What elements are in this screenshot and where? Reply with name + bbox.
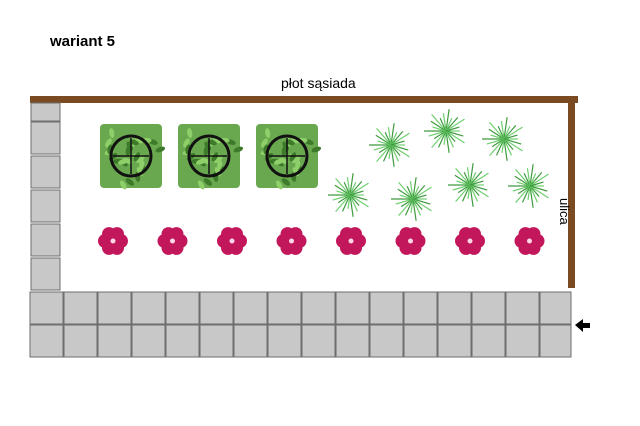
boxwood-shrub-icon	[256, 124, 322, 190]
paving-tile	[97, 324, 132, 358]
paving-tile	[471, 291, 506, 325]
paving-tile	[437, 324, 472, 358]
paving-tile	[505, 324, 540, 358]
paving-tile	[97, 291, 132, 325]
pink-flower-icon	[276, 227, 307, 255]
paving-tile	[199, 291, 234, 325]
paving-tile	[369, 324, 404, 358]
boxwood-shrub-icon	[100, 124, 166, 190]
paving-tile	[199, 324, 234, 358]
ornamental-grass-icon	[482, 117, 523, 161]
paving-tile	[233, 324, 268, 358]
paving-tile	[335, 291, 370, 325]
grass-group	[328, 109, 549, 221]
paving-tile	[30, 155, 61, 189]
ornamental-grass-icon	[448, 163, 489, 207]
boxwood-group	[100, 124, 322, 190]
neighbour-fence	[30, 96, 578, 103]
paving-tile	[267, 291, 302, 325]
paving-tile	[30, 102, 61, 122]
paving-tile	[437, 291, 472, 325]
paving-tile	[301, 291, 336, 325]
ornamental-grass-icon	[328, 173, 369, 217]
paving-tile	[30, 223, 61, 257]
ornamental-grass-icon	[508, 164, 549, 208]
pink-flower-icon	[336, 227, 366, 255]
street-fence	[568, 96, 575, 288]
pink-flower-icon	[455, 227, 485, 255]
pink-flower-icon	[514, 227, 545, 255]
paving-tile	[471, 324, 506, 358]
paving-tile	[539, 324, 572, 358]
paving-tile	[30, 257, 61, 291]
ornamental-grass-icon	[424, 109, 465, 153]
paving-tile	[29, 291, 64, 325]
arrow-left-icon	[575, 319, 590, 332]
paving-tile	[131, 291, 166, 325]
paving-tile	[539, 291, 572, 325]
pink-flower-icon	[157, 227, 188, 255]
paving-tile	[403, 324, 438, 358]
paving-tile	[369, 291, 404, 325]
paving-tile	[505, 291, 540, 325]
paving-tile	[29, 324, 64, 358]
paving-left-column	[30, 102, 61, 291]
page-title: wariant 5	[50, 33, 116, 50]
paving-tile	[335, 324, 370, 358]
paving-tile	[165, 291, 200, 325]
pink-flower-icon	[98, 227, 128, 255]
flower-group	[98, 227, 545, 255]
paving-tile	[30, 121, 61, 155]
street-label: ulica	[557, 198, 572, 225]
paving-tile	[30, 189, 61, 223]
paving-tile	[131, 324, 166, 358]
paving-tile	[403, 291, 438, 325]
paving-tile	[233, 291, 268, 325]
pink-flower-icon	[395, 227, 426, 255]
paving-tile	[267, 324, 302, 358]
pink-flower-icon	[217, 227, 247, 255]
paving-tile	[301, 324, 336, 358]
paving-tile	[63, 324, 98, 358]
paving-tile	[63, 291, 98, 325]
paving-bottom-rows	[29, 291, 572, 358]
ornamental-grass-icon	[369, 123, 410, 167]
ornamental-grass-icon	[391, 177, 432, 221]
fence-label: płot sąsiada	[281, 75, 356, 91]
boxwood-shrub-icon	[178, 124, 244, 190]
paving-tile	[165, 324, 200, 358]
